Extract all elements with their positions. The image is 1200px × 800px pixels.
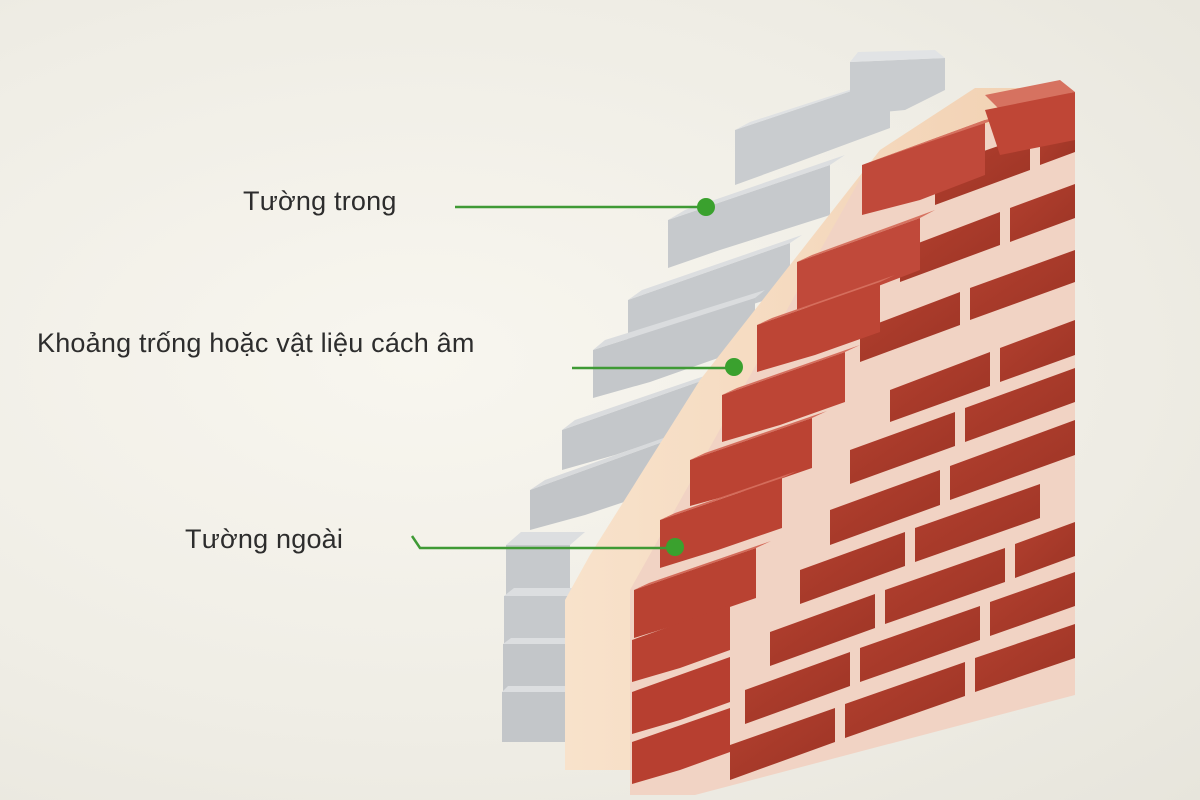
leader-gap (572, 358, 743, 376)
inner-wall (502, 50, 945, 742)
leader-dot-gap (725, 358, 743, 376)
label-gap-insulation: Khoảng trống hoặc vật liệu cách âm (37, 328, 475, 358)
label-outer-wall: Tường ngoài (185, 524, 344, 554)
leader-dot-outer-wall (666, 538, 684, 556)
outer-wall (630, 80, 1075, 795)
outer-wall-front-bricks (632, 80, 1075, 784)
label-inner-wall: Tường trong (243, 186, 397, 216)
inner-wall-stepped-blocks (530, 50, 945, 530)
inner-wall-lower-blocks (502, 532, 585, 742)
leader-inner-wall (455, 198, 715, 216)
outer-wall-side-bricks (730, 118, 1075, 780)
leader-outer-wall (410, 535, 684, 556)
leader-dot-inner-wall (697, 198, 715, 216)
